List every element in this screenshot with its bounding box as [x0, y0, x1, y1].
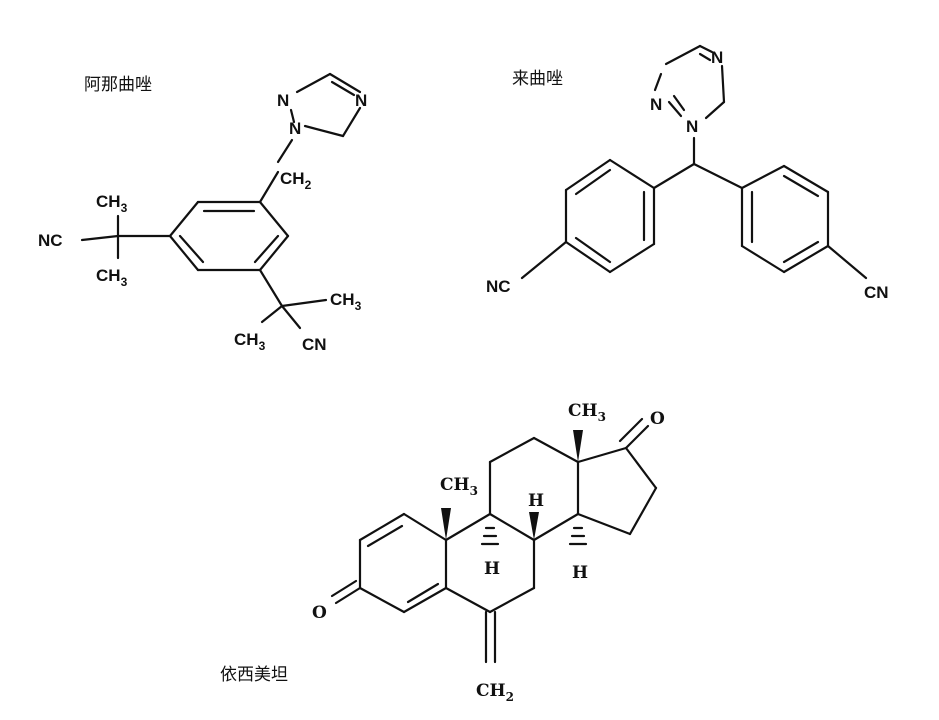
letrozole-nc-left: NC: [486, 277, 511, 296]
exemestane-label: 依西美坦: [220, 665, 288, 685]
letrozole-structure: N N N NC: [486, 44, 889, 302]
anastrozole-benzene: [168, 200, 290, 272]
letrozole-n1-atom: N: [686, 117, 698, 136]
exemestane-c10-wedge: [441, 508, 451, 540]
exemestane-c18-methyl: CH3: [568, 401, 606, 424]
anastrozole-ch2-label: CH2: [280, 169, 312, 192]
anastrozole-ch3-bottom: CH3: [96, 266, 128, 289]
anastrozole-triazole: [289, 72, 362, 138]
exemestane-ring-c: [488, 436, 580, 542]
exemestane-ring-b: [444, 512, 536, 614]
exemestane-c14-hash: [568, 526, 588, 546]
anastrozole-n1-atom: N: [289, 119, 301, 138]
anastrozole-nc-left: NC: [38, 231, 63, 250]
letrozole-cn-right: CN: [864, 283, 889, 302]
exemestane-o17-atom: O: [650, 409, 665, 429]
exemestane-h8-atom: H: [528, 491, 544, 511]
exemestane-ring-a: [358, 512, 448, 614]
anastrozole-structure: N N N CH2 CH3: [38, 72, 367, 354]
exemestane-ch2-label: CH2: [476, 681, 514, 704]
letrozole-n2-atom: N: [650, 95, 662, 114]
exemestane-h9-atom: H: [484, 559, 500, 579]
anastrozole-ch3-lower: CH3: [234, 330, 266, 353]
anastrozole-ch3-top: CH3: [96, 192, 128, 215]
anastrozole-n4-atom: N: [355, 91, 367, 110]
anastrozole-cn-lower: CN: [302, 335, 327, 354]
exemestane-structure: O CH2: [312, 401, 665, 704]
exemestane-ring-d: [576, 446, 658, 536]
anastrozole-n2-atom: N: [277, 91, 289, 110]
letrozole-triazole: [653, 44, 726, 120]
anastrozole-label: 阿那曲唑: [84, 75, 152, 95]
letrozole-n4-atom: N: [711, 48, 723, 67]
exemestane-h14-atom: H: [572, 563, 588, 583]
letrozole-label: 来曲唑: [512, 69, 563, 89]
exemestane-c9-hash: [480, 526, 500, 546]
exemestane-c8-wedge: [529, 512, 539, 540]
exemestane-c13-wedge: [573, 430, 583, 462]
exemestane-o3-atom: O: [312, 603, 327, 623]
exemestane-c19-methyl: CH3: [440, 475, 478, 498]
anastrozole-ch3-right: CH3: [330, 290, 362, 313]
letrozole-left-benzene: [564, 158, 656, 274]
letrozole-right-benzene: [740, 164, 830, 274]
